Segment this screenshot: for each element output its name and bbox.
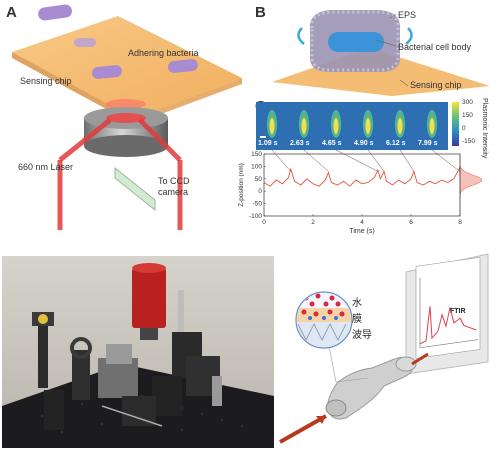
colorbar [452, 102, 459, 146]
label-laser: 660 nm Laser [18, 162, 74, 172]
label-adhering-bacteria: Adhering bacteria [128, 48, 199, 58]
timestamp-4: 4.90 s [354, 140, 374, 147]
colorbar-tick-2: 150 [462, 112, 473, 119]
colorbar-tick-3: 0 [462, 125, 466, 132]
x-axis-label: Time (s) [349, 228, 374, 235]
x-tick-label-3: 4 [360, 219, 364, 226]
connector-line-1 [271, 150, 291, 172]
connector-line-5 [399, 150, 415, 172]
panel-b-illustration [272, 10, 490, 96]
label-waveguide: 波导 [352, 330, 372, 341]
heatmap-spot-core-4 [365, 118, 371, 134]
ftir-label: FTIR [450, 308, 466, 315]
ftir-spectrum-panel [415, 256, 481, 359]
heatmap-spot-core-2 [301, 118, 307, 134]
bacterium-1 [38, 4, 72, 21]
label-sensing-chip-b: Sensing chip [410, 80, 462, 90]
frame-connector-lines [271, 150, 460, 172]
optical-setup-photo [2, 256, 274, 448]
y-axis-label: Z-position (nm) [238, 163, 245, 207]
label-water: 水 [352, 298, 362, 309]
label-sensing-chip-a: Sensing chip [20, 76, 72, 86]
panel-a-illustration [12, 4, 242, 230]
y-tick-label-5: -50 [253, 201, 263, 208]
z-position-chart: 150 100 50 0 -50 -100 0 2 4 6 8 Z-position (nm) T… [238, 150, 483, 235]
z-position-distribution [459, 154, 483, 216]
x-tick-label-1: 0 [262, 219, 266, 226]
timestamp-5: 6.12 s [386, 140, 406, 147]
heatmap-spot-core-5 [397, 118, 403, 134]
y-tick-label-1: 150 [251, 151, 262, 158]
z-position-trace [263, 165, 461, 187]
beam-splitter [114, 166, 156, 212]
bacterium-4 [74, 38, 96, 47]
y-tick-label-4: 0 [258, 188, 262, 195]
x-tick-label-2: 2 [311, 219, 315, 226]
bacterium-3 [168, 59, 198, 73]
connector-line-3 [335, 150, 379, 172]
timestamp-1: 1.09 s [258, 140, 278, 147]
y-tick-label-3: 50 [255, 176, 263, 183]
panel-label-b: B [255, 4, 266, 21]
connector-line-6 [431, 150, 460, 172]
output-light-arrow [411, 352, 429, 366]
label-film: 膜 [352, 314, 362, 325]
ftir-axes [419, 277, 478, 349]
label-eps: EPS [398, 10, 417, 20]
laser-beam [58, 118, 112, 162]
connector-line-4 [367, 150, 385, 172]
timestamp-3: 4.65 s [322, 140, 342, 147]
fiber-ftir-schematic [279, 253, 489, 444]
heatmap-spot-core-3 [333, 118, 339, 134]
label-bacterial-cell-body: Bacterial cell body [398, 42, 472, 52]
colorbar-tick-4: -150 [462, 138, 476, 145]
colorbar-tick-1: 300 [462, 99, 473, 106]
objective-lens [84, 135, 168, 157]
heatmap-spot-core-1 [269, 118, 275, 134]
x-tick-label-4: 6 [409, 219, 413, 226]
x-tick-label-5: 8 [458, 219, 462, 226]
sensing-chip-a [12, 16, 242, 118]
y-tick-label-6: -100 [249, 213, 262, 220]
y-tick-label-2: 100 [251, 163, 262, 170]
input-light-arrow [279, 414, 327, 444]
bacterium-2 [92, 65, 122, 79]
label-ccd-1: To CCD [158, 176, 190, 186]
ftir-spectrum-trace [419, 306, 477, 345]
heatmap-spot-core-6 [429, 118, 435, 134]
label-ccd-2: camera [158, 187, 189, 197]
plasmonic-image-strip [256, 102, 448, 150]
sensing-chip-b [272, 48, 490, 96]
panel-label-a: A [6, 4, 17, 21]
connector-line-2 [303, 150, 329, 172]
laser-housing [132, 268, 166, 328]
timestamp-2: 2.63 s [290, 140, 310, 147]
timestamp-6: 7.99 s [418, 140, 438, 147]
bacterial-cell-body [328, 32, 384, 52]
heatmap-spots [267, 110, 437, 138]
